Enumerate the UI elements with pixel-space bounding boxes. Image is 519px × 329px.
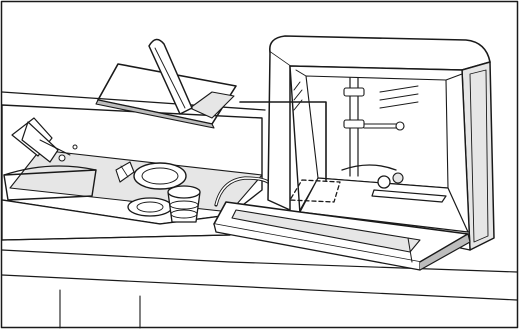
cups-icon — [168, 186, 200, 222]
